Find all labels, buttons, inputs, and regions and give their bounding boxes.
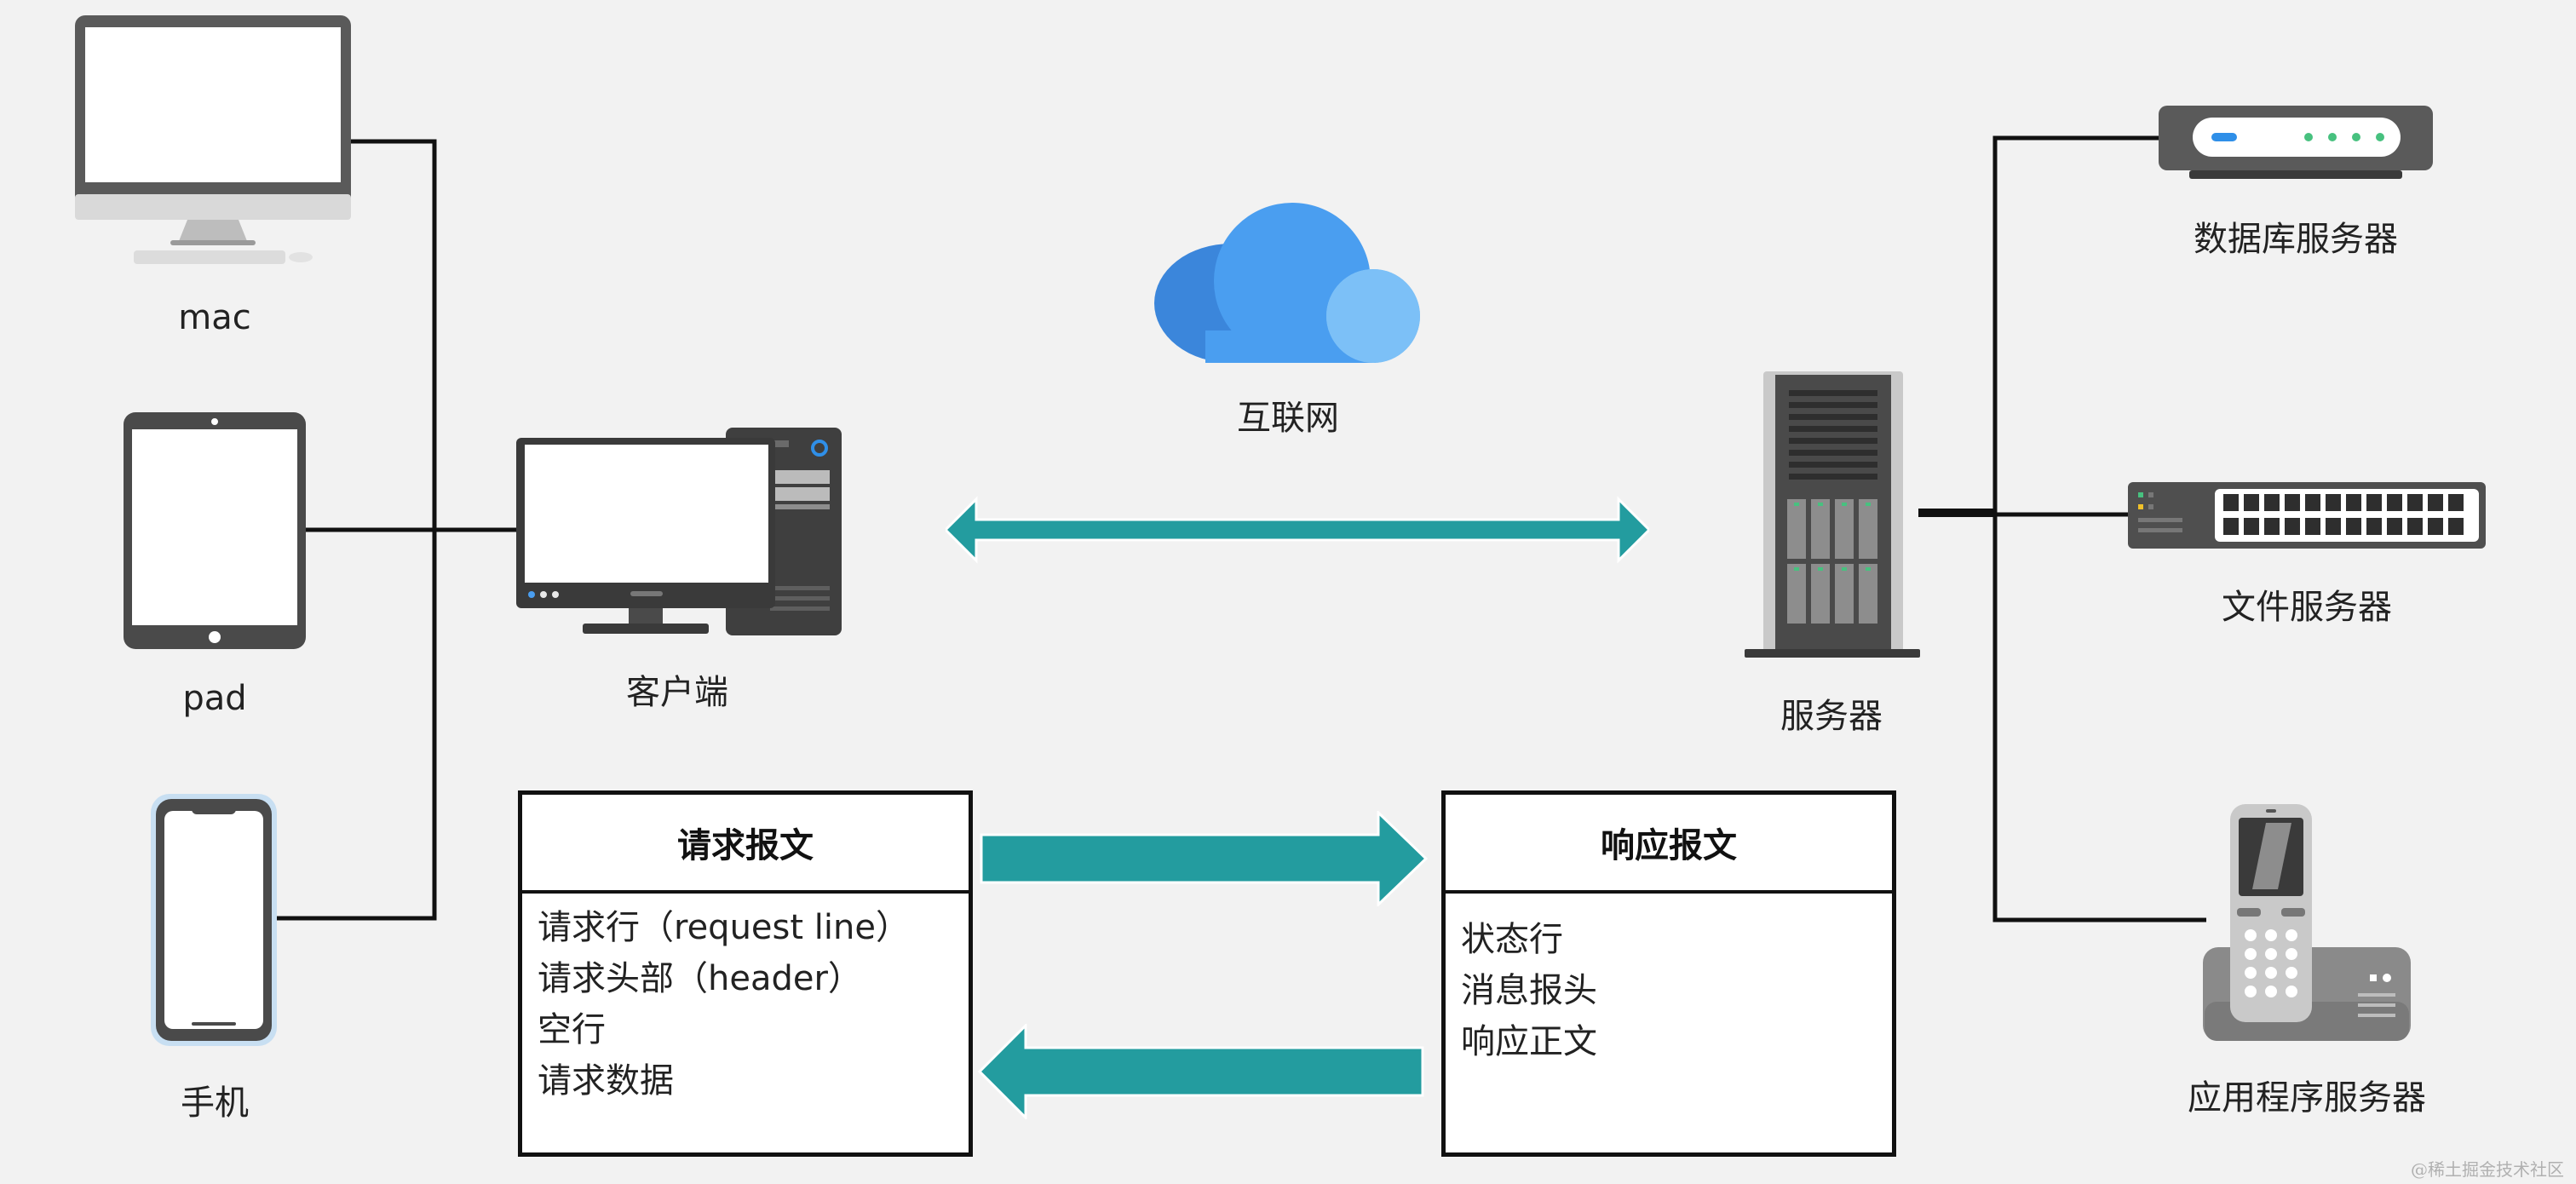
- cloud-icon: [1154, 203, 1420, 363]
- response-line-item: 消息报头: [1461, 971, 1597, 1010]
- arrow-left-icon: [978, 1024, 1424, 1119]
- application-server-icon: [2203, 804, 2411, 1041]
- response-message-title: 响应报文: [1446, 795, 1892, 894]
- desktop-computer-icon: [516, 428, 842, 635]
- label-db-server: 数据库服务器: [2194, 220, 2398, 259]
- database-server-icon: [2159, 106, 2433, 179]
- response-line-item: 状态行: [1461, 920, 1563, 959]
- label-app-server: 应用程序服务器: [2188, 1078, 2426, 1118]
- bidirectional-arrow-icon: [946, 496, 1649, 564]
- response-message-body: 状态行 消息报头 响应正文: [1446, 894, 1892, 1067]
- label-client: 客户端: [626, 673, 728, 712]
- watermark: @稀土掘金技术社区: [2411, 1159, 2564, 1180]
- label-pad: pad: [182, 679, 247, 718]
- label-internet: 互联网: [1237, 399, 1339, 438]
- arrow-right-icon: [980, 811, 1428, 906]
- response-line-item: 响应正文: [1461, 1022, 1597, 1061]
- line-backend: [1992, 135, 2206, 922]
- request-message-body: 请求行（request line） 请求头部（header） 空行 请求数据: [522, 894, 969, 1106]
- request-line-item: 请求头部（header）: [538, 959, 862, 998]
- server-tower-icon: [1745, 371, 1920, 658]
- request-line-item: 请求数据: [538, 1061, 674, 1101]
- response-message-box: 响应报文 状态行 消息报头 响应正文: [1441, 790, 1896, 1157]
- label-phone: 手机: [181, 1083, 249, 1123]
- request-line-item: 空行: [538, 1010, 606, 1049]
- request-line-item: 请求行（request line）: [538, 908, 910, 947]
- network-switch-icon: [2128, 482, 2486, 549]
- label-mac: mac: [178, 298, 251, 337]
- request-message-box: 请求报文 请求行（request line） 请求头部（header） 空行 请…: [518, 790, 973, 1157]
- imac-icon: [75, 15, 351, 264]
- label-server: 服务器: [1780, 697, 1883, 736]
- smartphone-icon: [151, 794, 277, 1046]
- label-file-server: 文件服务器: [2222, 588, 2392, 627]
- tablet-icon: [124, 412, 306, 649]
- request-message-title: 请求报文: [522, 795, 969, 894]
